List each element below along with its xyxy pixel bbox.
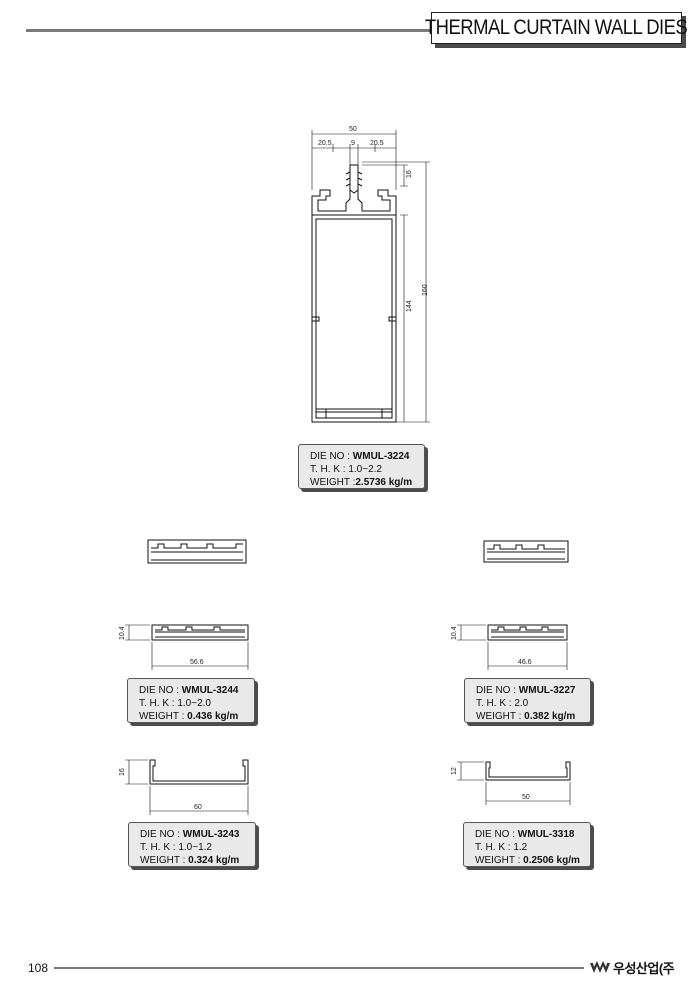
dim-3243-width: 60 [194,804,202,811]
weight: 0.382 kg/m [524,711,576,722]
footer-rule [54,967,584,969]
dim-center-width: 9 [351,140,355,147]
thickness: 1.0~1.2 [178,842,212,853]
thickness: 1.2 [513,842,528,853]
dim-3243-height: 16 [119,768,126,776]
dim-3227-width: 46.6 [518,659,532,666]
weight: 0.436 kg/m [187,711,239,722]
dim-3244-height: 10.4 [119,626,126,640]
die-number: WMUL-3244 [181,685,239,696]
dim-right-width: 20.5 [370,140,384,147]
dim-overall-width: 50 [349,126,357,133]
thickness: 1.0~2.0 [177,698,211,709]
spec-box-wmul-3224: DIE NO : WMUL-3224 T. H. K : 1.0~2.2 WEI… [298,444,425,489]
profile-wmul-3318 [485,761,571,781]
die-number: WMUL-3224 [352,451,410,462]
dim-top-height: 16 [406,170,413,178]
profile-wmul-3227 [487,624,568,641]
dim-body-height: 144 [406,300,413,312]
thickness: 1.0~2.2 [348,464,382,475]
dim-3318-width: 50 [522,794,530,801]
spec-box-wmul-3227: DIE NO : WMUL-3227 T. H. K : 2.0 WEIGHT … [464,678,591,723]
dimensions-wmul-3244 [125,624,249,670]
die-number: WMUL-3318 [517,829,575,840]
profile-wmul-3224 [311,164,397,423]
dim-3244-width: 56.6 [190,659,204,666]
weight: 2.5736 kg/m [355,477,413,488]
die-number: WMUL-3243 [182,829,240,840]
dim-3227-height: 10.4 [451,626,458,640]
dimensions-wmul-3227 [457,624,568,670]
company-logo-icon [590,960,610,973]
spec-box-wmul-3243: DIE NO : WMUL-3243 T. H. K : 1.0~1.2 WEI… [128,822,256,867]
profile-wmul-3227-view [483,540,569,563]
weight: 0.324 kg/m [188,855,240,866]
weight: 0.2506 kg/m [523,855,580,866]
die-number: WMUL-3227 [518,685,576,696]
profile-wmul-3244 [151,624,249,641]
thickness: 2.0 [514,698,529,709]
company-logo: 우성산업(주 [590,958,675,977]
dim-left-width: 20.5 [318,140,332,147]
header-rule [26,29,431,32]
page-number: 108 [28,961,49,975]
spec-box-wmul-3318: DIE NO : WMUL-3318 T. H. K : 1.2 WEIGHT … [463,822,591,867]
page-title: THERMAL CURTAIN WALL DIES [425,12,688,44]
dimensions-wmul-3318 [457,761,571,805]
profile-wmul-3244-view [147,539,247,564]
dimensions-wmul-3224 [311,130,430,423]
dimensions-wmul-3243 [125,759,249,815]
dim-overall-height: 160 [422,284,429,296]
dim-3318-height: 12 [451,767,458,775]
company-name: 우성산업(주 [613,961,675,976]
profile-wmul-3243 [149,759,249,785]
spec-box-wmul-3244: DIE NO : WMUL-3244 T. H. K : 1.0~2.0 WEI… [127,678,255,723]
